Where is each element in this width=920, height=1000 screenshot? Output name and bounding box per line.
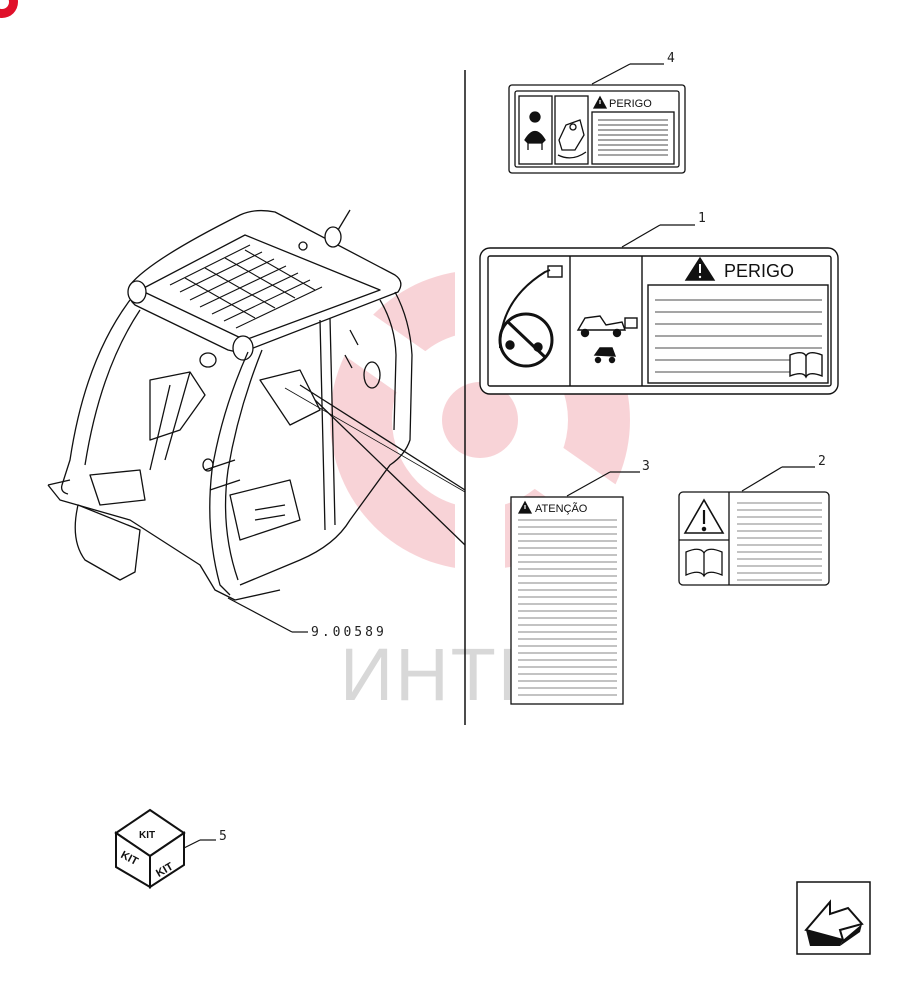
callout-4-number: 4 <box>667 51 675 66</box>
callout-5-number: 5 <box>219 829 227 844</box>
callout-1-number: 1 <box>698 211 706 226</box>
callout-1: 1 <box>621 211 706 248</box>
cab-illustration <box>47 209 466 601</box>
decal-3 <box>510 496 624 705</box>
next-page-arrow-icon[interactable] <box>796 881 871 955</box>
assembly-ref-callout: 9.00589 <box>227 597 387 640</box>
decal-1 <box>479 247 839 395</box>
decal-3-title: ATENÇÃO <box>535 502 588 515</box>
callout-5: 5 <box>183 829 227 849</box>
callout-2-number: 2 <box>818 454 826 469</box>
decal-1-title: PERIGO <box>724 261 794 281</box>
callout-3-number: 3 <box>642 459 650 474</box>
callout-3: 3 <box>566 459 650 497</box>
kit-top-label: KIT <box>139 830 155 841</box>
decal-2 <box>678 491 830 586</box>
assembly-ref-label: 9.00589 <box>311 625 387 640</box>
decal-4-title: PERIGO <box>609 98 652 110</box>
decal-4 <box>508 84 686 174</box>
red-badge-icon <box>0 0 18 18</box>
kit-cube-icon <box>114 808 186 889</box>
callout-4: 4 <box>591 51 675 85</box>
callout-2: 2 <box>741 454 826 492</box>
